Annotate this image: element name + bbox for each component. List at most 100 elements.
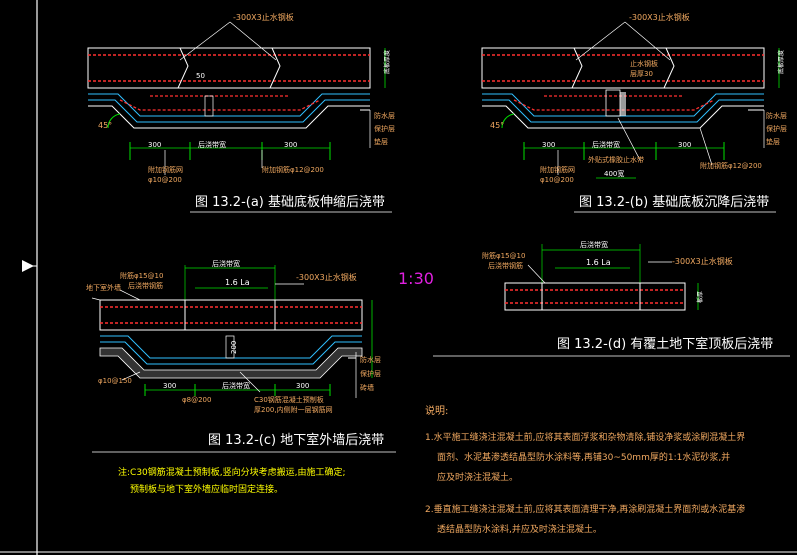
footnote: 注:C30钢筋混凝土预制板,竖向分块考虑搬运,由施工确定; 预制板与地下室外墙应…	[118, 466, 346, 495]
figure-c-dim-left: 300	[163, 382, 176, 390]
figure-c-rebar-leader	[119, 289, 141, 301]
figure-c-note-bottom-1: C30钢筋混凝土预制板	[254, 395, 324, 404]
figure-a-thickness: 50	[196, 72, 205, 80]
figure-a-leader-2	[229, 21, 277, 61]
figure-a-side-dim-label: 底板厚度	[383, 50, 391, 74]
figure-c-stop-plate	[225, 335, 235, 359]
notes-item-3: 应及时浇注混凝土。	[437, 471, 518, 483]
figure-a-rebar-pit	[119, 99, 321, 111]
figure-b-angle: 45°	[490, 121, 504, 130]
figure-a-note-left-2: φ10@200	[148, 176, 182, 184]
notes-item-1: 1.水平施工缝浇注混凝土前,应将其表面浮浆和杂物清除,铺设净浆或涂刷混凝土界	[425, 431, 745, 443]
figure-d-rebar-label-2: 后浇带钢筋	[488, 261, 523, 270]
figure-a-layer-1	[88, 93, 370, 117]
figure-b-waterstop	[605, 89, 621, 117]
figure-c-rebar-label-1: 附筋φ15@10	[120, 271, 163, 280]
figure-b-slab	[481, 47, 765, 89]
figure-b-top-label: -300X3止水钢板	[629, 12, 690, 22]
notes-heading: 说明:	[425, 404, 448, 417]
figure-b-note-left-1: 附加钢筋网	[540, 165, 575, 174]
footnote-line-2: 预制板与地下室外墙应临时固定连接。	[130, 483, 283, 495]
figure-b-dim-right: 300	[678, 141, 691, 149]
figure-a-layer-2	[88, 99, 370, 123]
figure-b-dim-bottom: 400宽	[604, 169, 624, 178]
figure-b: -300X3止水钢板 后浇带宽 300 300 400宽 45° 附加钢筋网 φ…	[481, 12, 787, 213]
figure-c-note-leader	[121, 371, 141, 381]
footnote-line-1: 注:C30钢筋混凝土预制板,竖向分块考虑搬运,由施工确定;	[118, 466, 346, 478]
figure-c-side-leader	[91, 297, 101, 301]
figure-b-stop-plate	[620, 92, 626, 116]
figure-a-dim-left: 300	[148, 141, 161, 149]
figure-a-caption: 图 13.2-(a) 基础底板伸缩后浇带	[195, 194, 385, 210]
figure-a-leader	[179, 21, 231, 61]
figure-b-layer-3	[482, 105, 764, 129]
figure-b-rebar-pit	[513, 99, 715, 111]
figure-a-slab	[87, 47, 371, 89]
figure-a-stop-plate	[204, 95, 214, 117]
figure-a-layer-1-label: 防水层	[374, 111, 395, 120]
figure-c-dim-mid: 后浇带宽	[222, 381, 250, 390]
figure-c-note-bottom-2: 厚200,内侧附一层钢筋网	[254, 405, 333, 414]
figure-c-caption: 图 13.2-(c) 地下室外墙后浇带	[208, 432, 384, 448]
figure-b-width-label: 后浇带宽	[592, 140, 620, 149]
figure-a: -300X3止水钢板 后浇带宽 300 300 45° 附加钢筋网 φ10@20…	[87, 12, 395, 213]
figure-d-caption: 图 13.2-(d) 有覆土地下室顶板后浇带	[557, 336, 773, 352]
figure-b-layer-3-label: 垫层	[766, 137, 780, 146]
figure-b-caption: 图 13.2-(b) 基础底板沉降后浇带	[579, 194, 769, 210]
figure-b-layer-2	[482, 99, 764, 123]
figure-b-note-left-2: φ10@200	[540, 176, 574, 184]
figure-b-label-top-1: 止水钢板	[630, 59, 658, 68]
figure-a-dim-right: 300	[284, 141, 297, 149]
figure-a-layer-2-label: 保护层	[374, 124, 395, 133]
figure-a-note-left-1: 附加钢筋网	[148, 165, 183, 174]
notes-item-4: 2.垂直施工缝浇注混凝土前,应将其表面清理干净,再涂刷混凝土界面剂或水泥基渗	[425, 503, 745, 515]
figure-c: 附筋φ15@10 后浇带钢筋 地下室外墙 后浇带宽 1.6 La -300X3止…	[86, 259, 396, 453]
figure-a-angle: 45°	[98, 121, 112, 130]
figure-d: 附筋φ15@10 后浇带钢筋 后浇带宽 1.6 La -300X3止水钢板 板厚…	[433, 240, 790, 357]
scale-label: 1:30	[398, 269, 434, 288]
figure-d-slab	[504, 282, 686, 311]
figure-a-width-label: 后浇带宽	[198, 140, 226, 149]
figure-c-side-left: 地下室外墙	[86, 283, 121, 292]
figure-b-leader	[575, 21, 626, 61]
figure-b-note-leader-2	[699, 127, 713, 166]
figure-d-side-dim-label: 板厚	[696, 291, 704, 303]
notes-item-5: 透结晶型防水涂料,并应及时浇注混凝土。	[437, 523, 602, 535]
figure-b-joint-left	[571, 47, 583, 89]
figure-d-rebar-leader	[527, 264, 546, 284]
figure-a-layer-3	[88, 105, 370, 129]
figure-b-label-top-2: 层厚30	[630, 70, 653, 78]
figure-b-angle-arc	[501, 113, 515, 129]
figure-b-layer-1-label: 防水层	[766, 111, 787, 120]
figure-b-dim-left: 300	[542, 141, 555, 149]
figure-c-note-left: φ10@150	[98, 377, 132, 385]
figure-a-angle-arc	[107, 113, 121, 129]
figure-c-dim-right: 300	[296, 382, 309, 390]
figure-c-rebar-label-2: 后浇带钢筋	[128, 281, 163, 290]
notes-item-2: 面剂、水泥基渗透结晶型防水涂料等,再铺30~50mm厚的1:1水泥砂浆,并	[437, 451, 730, 463]
figure-d-lap-label: 1.6 La	[586, 258, 611, 267]
figure-c-layer-2	[100, 341, 362, 365]
figure-c-note-leader-2	[239, 371, 261, 393]
figure-b-side-dim-label: 底板厚度	[777, 50, 785, 74]
figure-c-thickness: 200	[230, 341, 238, 354]
figure-b-joint-right	[663, 47, 675, 89]
figure-b-layer-2-label: 保护层	[766, 124, 787, 133]
figure-c-wall	[99, 299, 363, 331]
figure-a-note-right: 附加钢筋φ12@200	[262, 165, 324, 174]
figure-b-note-right: 附加钢筋φ12@200	[700, 161, 762, 170]
figure-c-lap-label: 1.6 La	[225, 278, 250, 287]
figure-c-layer-2-label: 保护层	[360, 369, 381, 378]
figure-c-note-left-2: φ8@200	[182, 396, 211, 404]
figure-d-rebar-label-1: 附筋φ15@10	[482, 251, 525, 260]
figure-d-top-label: -300X3止水钢板	[672, 256, 733, 266]
figure-a-joint-right	[269, 47, 281, 89]
figure-b-leader-2	[624, 21, 671, 61]
figure-a-joint-left	[177, 47, 189, 89]
figure-c-brick-wall	[99, 347, 363, 379]
figure-a-top-label: -300X3止水钢板	[233, 12, 294, 22]
notes: 说明: 1.水平施工缝浇注混凝土前,应将其表面浮浆和杂物清除,铺设净浆或涂刷混凝…	[425, 404, 745, 535]
figure-b-note-mid: 外贴式橡胶止水带	[588, 155, 644, 164]
figure-c-layer-3-label: 砖墙	[360, 383, 374, 392]
